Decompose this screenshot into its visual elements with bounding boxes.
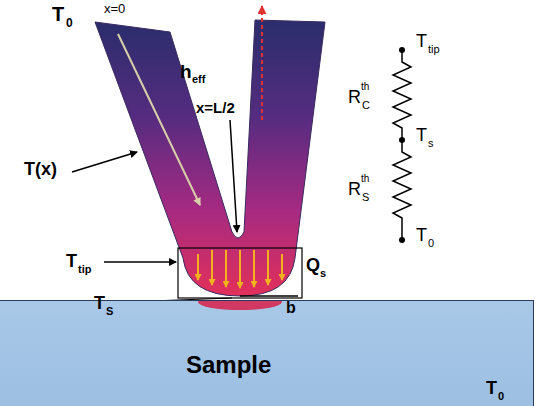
resistor-symbol [393, 52, 411, 238]
symbol-label: s [320, 268, 326, 279]
symbol-label: 0 [428, 238, 434, 249]
symbol-label: T [52, 4, 64, 24]
leader-arrow [230, 120, 237, 232]
symbol-label: S [362, 192, 369, 203]
heated-spot [0, 301, 534, 321]
symbol-label: 0 [66, 17, 73, 29]
symbol-label: h [180, 62, 192, 81]
symbol-label: C [362, 100, 370, 111]
symbol-label: T [416, 226, 427, 244]
heat-loss-arrow [261, 6, 263, 120]
temperature-label: 0 [498, 391, 504, 402]
tip-region-box [178, 248, 302, 298]
symbol-label: tip [78, 264, 91, 275]
symbol-label: x=L/2 [196, 100, 235, 115]
leader-arrow [72, 152, 137, 172]
symbol-label: s [428, 138, 434, 149]
sample-block: SampleT0 [0, 300, 534, 406]
radius-line [240, 295, 298, 297]
symbol-label: th [361, 82, 369, 92]
symbol-label: R [348, 88, 361, 106]
symbol-label: th [361, 174, 369, 184]
symbol-label: T(x) [24, 160, 57, 178]
symbol-label: T [66, 252, 77, 270]
symbol-label: Q [306, 256, 320, 274]
symbol-label: x=0 [104, 2, 125, 15]
symbol-label: tip [428, 44, 440, 55]
heat-flux-arrows [198, 250, 282, 288]
node-dot [399, 47, 405, 243]
symbol-label: S [106, 306, 113, 317]
leader-arrow [104, 261, 176, 263]
temperature-label: T [486, 379, 497, 397]
x-axis-arrow [118, 34, 200, 205]
symbol-label: b [286, 300, 296, 316]
symbol-label: T [416, 32, 427, 50]
symbol-label: T [94, 294, 105, 312]
sample-label: Sample [186, 353, 271, 377]
cantilever [95, 20, 325, 296]
symbol-label: T [416, 126, 427, 144]
symbol-label: eff [192, 74, 205, 85]
symbol-label: R [348, 180, 361, 198]
